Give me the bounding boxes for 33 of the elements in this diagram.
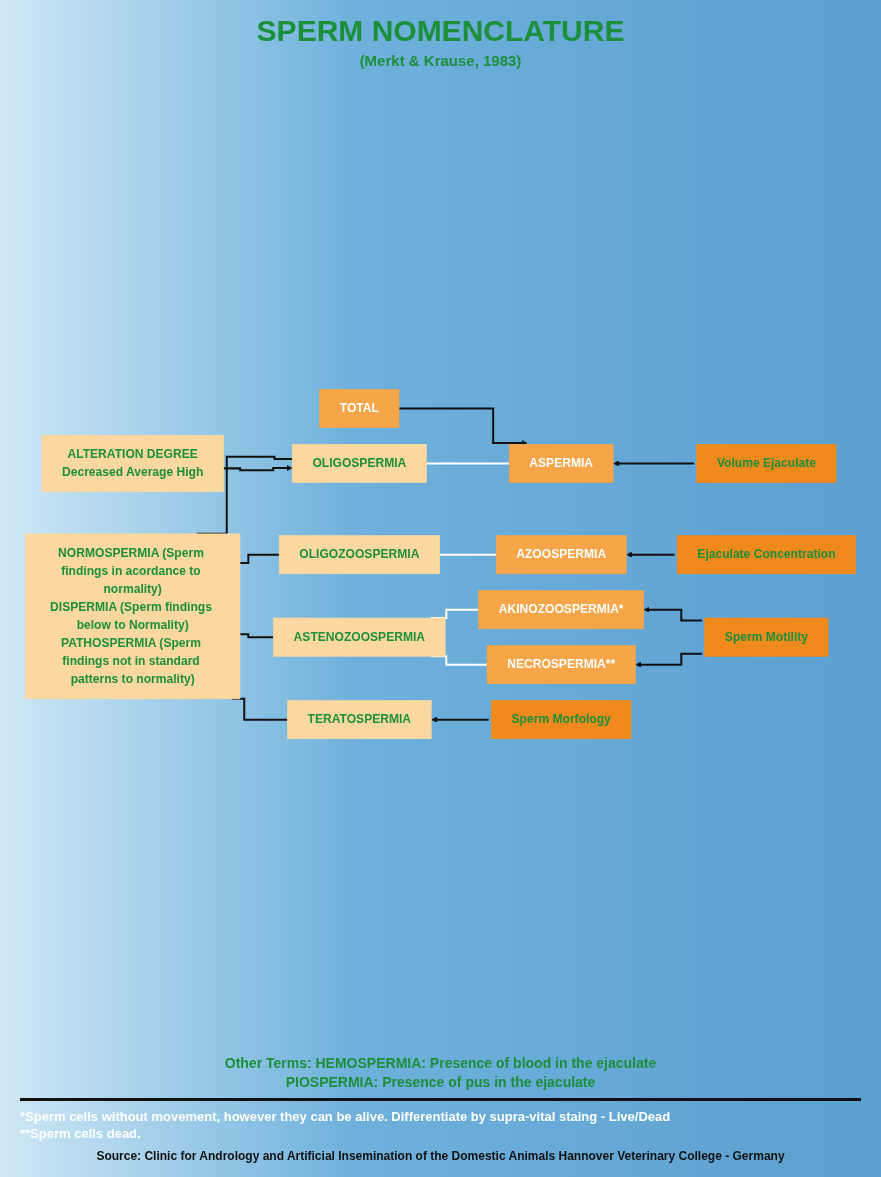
arrow xyxy=(613,460,695,467)
arrow xyxy=(223,465,293,472)
node-box: Ejaculate Concentration xyxy=(676,535,856,575)
node-box: ALTERATION DEGREE Decreased Average High xyxy=(41,435,224,493)
node-box: TOTAL xyxy=(319,389,400,429)
node-box: Sperm Morfology xyxy=(491,700,632,740)
connector xyxy=(239,633,274,639)
arrow xyxy=(635,653,703,669)
node-box: TERATOSPERMIA xyxy=(287,700,432,740)
node-box: NORMOSPERMIA (Sperm findings in acordance to normality) DISPERMIA (Sperm findings below to Normality) PATHOSPERMIA (Sperm findings not in standard patterns to normality) xyxy=(25,534,241,700)
subtitle: (Merkt & Krause, 1983) xyxy=(358,52,523,69)
node-box: ASPERMIA xyxy=(508,444,614,484)
arrow xyxy=(399,407,528,447)
node-box: NECROSPERMIA** xyxy=(486,645,636,685)
arrow xyxy=(626,552,675,559)
node-box: Volume Ejaculate xyxy=(696,444,837,484)
node-box: OLIGOZOOSPERMIA xyxy=(278,535,440,575)
diagram-title: SPERM NOMENCLATURE xyxy=(255,14,626,48)
connector xyxy=(439,554,497,557)
node-box: AZOOSPERMIA xyxy=(495,535,627,575)
arrow xyxy=(431,717,489,723)
footnote: *Sperm cells without movement, however they can be alive. Differentiate by supra-vital staing - Live/Dead xyxy=(20,1109,672,1124)
node-box: ASTENOZOOSPERMIA xyxy=(273,618,446,658)
note-text: Other Terms: HEMOSPERMIA: Presence of blood in the ejaculate xyxy=(223,1055,658,1071)
node-box: AKINOZOOSPERMIA* xyxy=(478,590,645,630)
connector xyxy=(239,554,280,565)
connector xyxy=(426,462,510,465)
note-text: PIOSPERMIA: Presence of pus in the ejaculate xyxy=(284,1074,597,1090)
footnote: **Sperm cells dead. xyxy=(20,1126,142,1141)
node-box: Sperm Motility xyxy=(704,618,829,658)
node-box: OLIGOSPERMIA xyxy=(291,444,427,484)
source-note: Source: Clinic for Andrology and Artificial Insemination of the Domestic Animals Hannover Veterinary College - Germany xyxy=(95,1149,786,1163)
arrow xyxy=(643,607,703,622)
